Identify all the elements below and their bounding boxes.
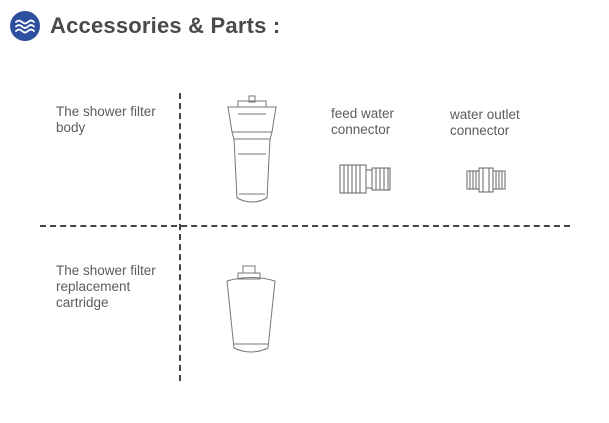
page-title: Accessories & Parts : <box>50 13 281 38</box>
shower-filter-body-icon <box>227 95 277 203</box>
replacement-cartridge-icon <box>226 265 276 353</box>
cartridge-label: The shower filter replacement cartridge <box>56 263 156 310</box>
filter-body-label: The shower filter body <box>56 104 156 135</box>
feed-water-connector-icon <box>339 164 391 194</box>
feed-connector-label: feed water connector <box>331 106 395 137</box>
header: Accessories & Parts : <box>10 10 280 42</box>
outlet-connector-label: water outlet connector <box>450 107 520 138</box>
water-waves-icon <box>10 11 40 41</box>
water-outlet-connector-icon <box>466 167 506 193</box>
horizontal-divider <box>40 225 570 227</box>
vertical-divider <box>179 93 181 381</box>
